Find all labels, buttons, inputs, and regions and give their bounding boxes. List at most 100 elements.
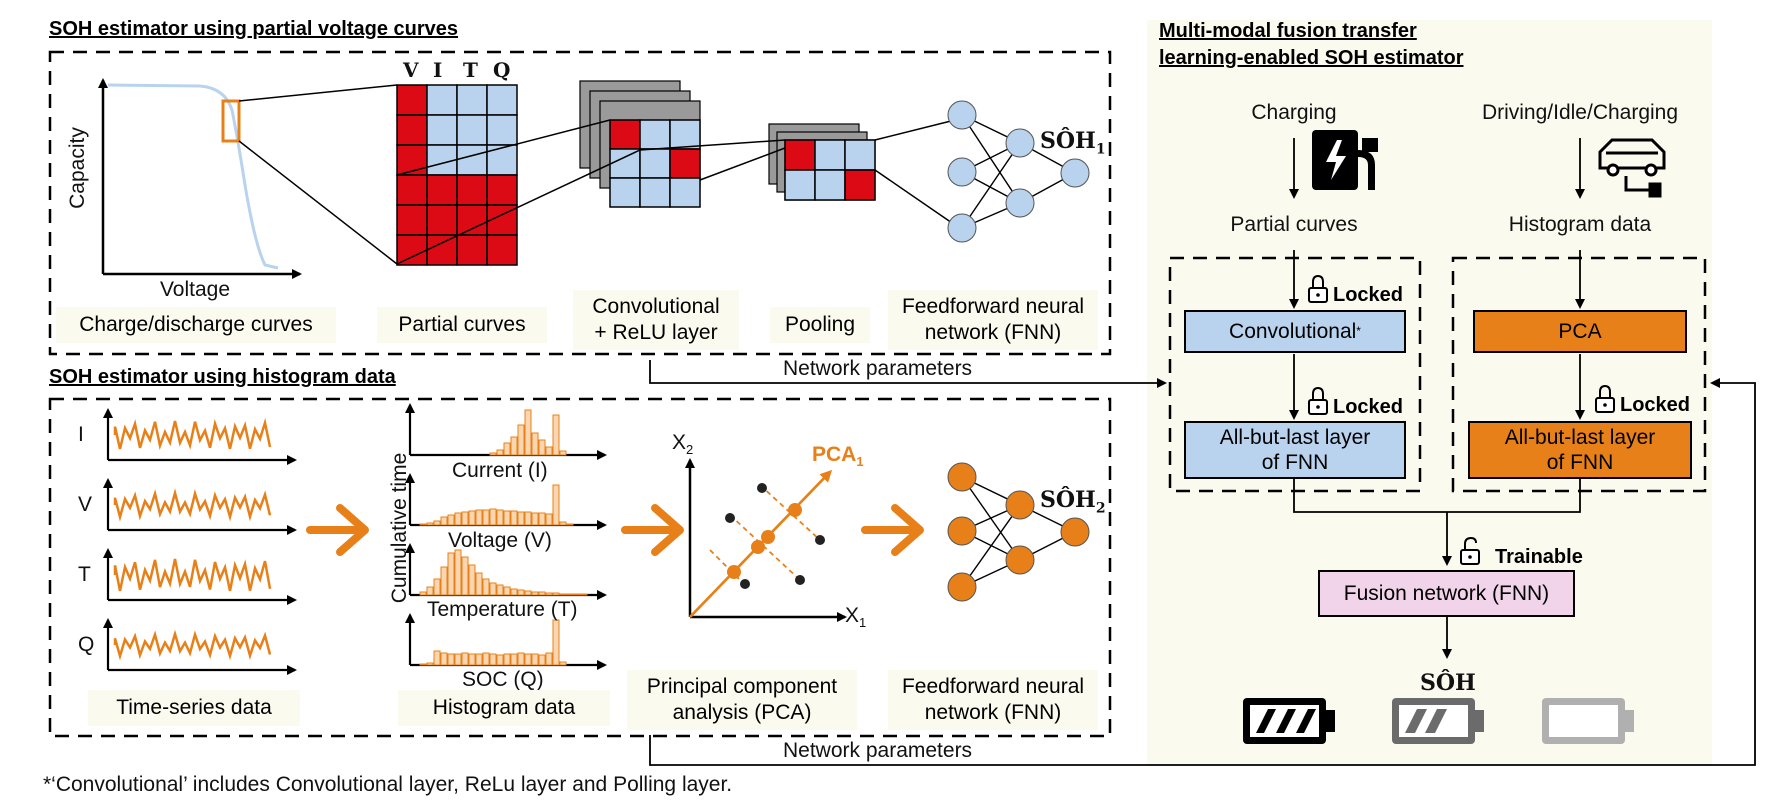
histogram-bar	[538, 591, 546, 596]
histogram-bar	[517, 652, 525, 666]
locked-label-2: Locked	[1333, 396, 1404, 418]
histogram-label: SOC (Q)	[462, 668, 544, 691]
discharge-curve	[107, 83, 279, 270]
histogram-bar	[531, 432, 539, 456]
histogram-bar	[524, 409, 532, 456]
histogram-bar	[552, 592, 560, 596]
histogram-bar	[517, 589, 525, 596]
histogram-bar	[433, 520, 441, 526]
fusion-panel-bg	[1147, 20, 1712, 766]
conv-cell	[639, 177, 671, 208]
matrix-cell	[426, 174, 458, 206]
histogram-bar	[482, 578, 490, 596]
histogram-bar	[510, 653, 518, 666]
histogram-bar	[573, 593, 581, 596]
matrix-cell	[456, 84, 488, 116]
matrix-cell	[456, 204, 488, 236]
neuron	[947, 100, 977, 130]
charging-label: Charging	[1251, 101, 1337, 124]
matrix-cell	[426, 234, 458, 266]
histogram-bar	[440, 652, 448, 666]
histogram-bar	[468, 653, 476, 666]
histogram-bar	[538, 512, 546, 526]
lock-shackle	[1599, 384, 1611, 398]
histogram-bar	[559, 593, 567, 596]
histogram-bar	[524, 590, 532, 596]
pool-cell	[844, 169, 876, 201]
battery-empty-icon	[1542, 698, 1634, 744]
histogram-bar	[510, 510, 518, 526]
histogram-bar	[538, 439, 546, 456]
signal-label: I	[78, 423, 84, 446]
signal-label: T	[78, 563, 91, 586]
charging-station-icon	[1312, 130, 1378, 190]
soh2-label: SÔH2	[1040, 487, 1106, 517]
caption-partial-curves: Partial curves	[377, 307, 547, 343]
histogram-bar	[496, 449, 504, 456]
neuron	[947, 572, 977, 602]
histogram-bar	[419, 663, 427, 666]
histogram-bar	[552, 414, 560, 456]
soh-output-label: SÔH	[1420, 670, 1476, 696]
histogram-bar	[503, 510, 511, 526]
histogram-bar	[552, 484, 560, 526]
driving-idle-charging-label: Driving/Idle/Charging	[1481, 101, 1679, 124]
histogram-label: Current (I)	[452, 459, 548, 482]
histogram-bar	[447, 653, 455, 666]
pca-projections	[727, 503, 802, 579]
neuron	[1005, 490, 1035, 520]
pool-cell	[784, 169, 816, 201]
lock-shackle	[1312, 386, 1324, 400]
pool-cell	[814, 169, 846, 201]
neuron	[1005, 128, 1035, 158]
histogram-bar	[545, 513, 553, 526]
histogram-bar	[559, 521, 567, 526]
matrix-cell	[426, 114, 458, 146]
lock-keyhole	[1316, 405, 1320, 409]
matrix-header: I	[433, 58, 443, 82]
histogram-data-label: Histogram data	[1508, 213, 1652, 236]
lock-shackle	[1312, 274, 1324, 288]
fnn-top	[947, 100, 1090, 243]
cumulative-time-label: Cumulative time	[388, 452, 411, 604]
time-series-plots	[103, 408, 297, 675]
network-params-link-bottom	[649, 378, 1756, 766]
histogram-bar	[524, 511, 532, 526]
histogram-bar	[482, 509, 490, 526]
matrix-cell	[396, 84, 428, 116]
voltage-axis-label: Voltage	[159, 278, 231, 301]
orange-arrows	[306, 504, 924, 556]
histogram-bar	[545, 592, 553, 596]
lock-keyhole	[1468, 555, 1472, 559]
pca-x1-label: X1	[845, 604, 867, 631]
histogram-bar	[531, 512, 539, 526]
partial-curves-label: Partial curves	[1230, 213, 1358, 236]
caption-pooling: Pooling	[770, 307, 870, 343]
pca-box: PCA	[1473, 310, 1687, 353]
histogram-bar	[454, 512, 462, 526]
capacity-voltage-plot	[98, 78, 398, 279]
histogram-bar	[489, 508, 497, 526]
histogram-bar	[447, 552, 455, 596]
caption-histogram-data: Histogram data	[398, 690, 610, 726]
matrix-cell	[396, 174, 428, 206]
matrix-header: T	[463, 58, 478, 82]
pool-cell	[814, 139, 846, 171]
fnn-bottom	[947, 462, 1090, 602]
histogram-bar	[468, 564, 476, 596]
histogram-bar	[489, 653, 497, 666]
matrix-header: V	[403, 58, 419, 82]
title-fusion-estimator-line1: Multi-modal fusion transfer	[1159, 20, 1417, 42]
histogram-bar	[538, 654, 546, 666]
title-fusion-estimator-line2: learning-enabled SOH estimator	[1159, 47, 1464, 69]
trainable-label: Trainable	[1495, 546, 1583, 568]
convolutional-box: Convolutional*	[1184, 310, 1406, 353]
histogram-bar	[419, 523, 427, 526]
histogram-bar	[496, 509, 504, 526]
histogram-bar	[503, 653, 511, 666]
lock-keyhole	[1603, 403, 1607, 407]
histogram-bar	[489, 452, 497, 456]
pca-plot	[685, 458, 847, 622]
